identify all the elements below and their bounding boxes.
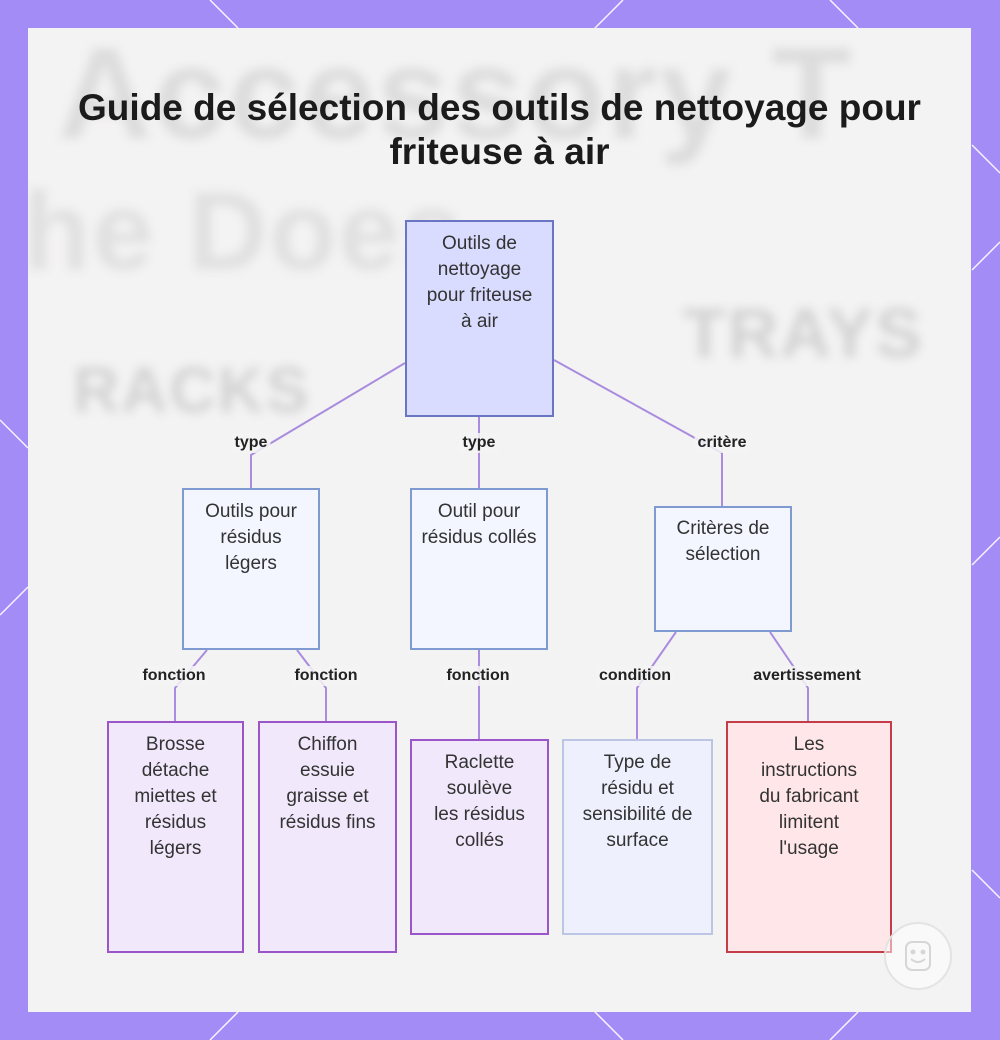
node-light-residue-tools-label: Outils pour résidus légers: [205, 501, 297, 574]
edge-light-cloth: [296, 649, 327, 721]
node-stuck-residue-tool: Outil pour résidus collés: [410, 488, 548, 650]
background-word: TRAYS: [683, 294, 924, 372]
edge-root-light: [250, 362, 406, 488]
node-warning: Les instructions du fabricant limitent l…: [726, 721, 892, 953]
edge-label-stuck-scraper: fonction: [443, 666, 513, 686]
edge-root-criteria: [553, 359, 723, 506]
node-selection-criteria: Critères de sélection: [654, 506, 792, 632]
background-word: Accessory T: [58, 28, 854, 166]
edge-label-light-brush: fonction: [139, 666, 209, 686]
node-condition: Type de résidu et sensibilité de surface: [562, 739, 713, 935]
node-condition-label: Type de résidu et sensibilité de surface: [582, 752, 693, 851]
edge-label-light-cloth: fonction: [291, 666, 361, 686]
edge-criteria-condition: [636, 631, 677, 739]
node-cloth: Chiffon essuie graisse et résidus fins: [258, 721, 397, 953]
node-warning-label: Les instructions du fabricant limitent l…: [759, 734, 859, 859]
node-selection-criteria-label: Critères de sélection: [676, 518, 770, 565]
node-root-label: Outils de nettoyage pour friteuse à air: [426, 233, 533, 332]
background-word: he Does: [28, 170, 465, 293]
diagram-title: Guide de sélection des outils de nettoya…: [78, 87, 921, 172]
edge-label-criteria-warning: avertissement: [750, 666, 864, 686]
node-root: Outils de nettoyage pour friteuse à air: [405, 220, 554, 417]
node-light-residue-tools: Outils pour résidus légers: [182, 488, 320, 650]
edge-label-criteria-condition: condition: [596, 666, 674, 686]
background-word: RACKS: [73, 354, 311, 426]
edge-light-brush: [174, 649, 208, 721]
edge-label-root-light: type: [231, 433, 271, 453]
edge-criteria-warning: [769, 631, 809, 721]
smiling-face-logo-icon: [884, 922, 952, 990]
edge-label-root-criteria: critère: [694, 433, 750, 453]
node-brush: Brosse détache miettes et résidus légers: [107, 721, 244, 953]
node-stuck-residue-tool-label: Outil pour résidus collés: [421, 501, 537, 548]
node-scraper-label: Raclette soulève les résidus collés: [434, 752, 525, 851]
node-brush-label: Brosse détache miettes et résidus légers: [134, 734, 217, 859]
node-scraper: Raclette soulève les résidus collés: [410, 739, 549, 935]
node-cloth-label: Chiffon essuie graisse et résidus fins: [279, 734, 376, 833]
edge-label-root-stuck: type: [459, 433, 499, 453]
